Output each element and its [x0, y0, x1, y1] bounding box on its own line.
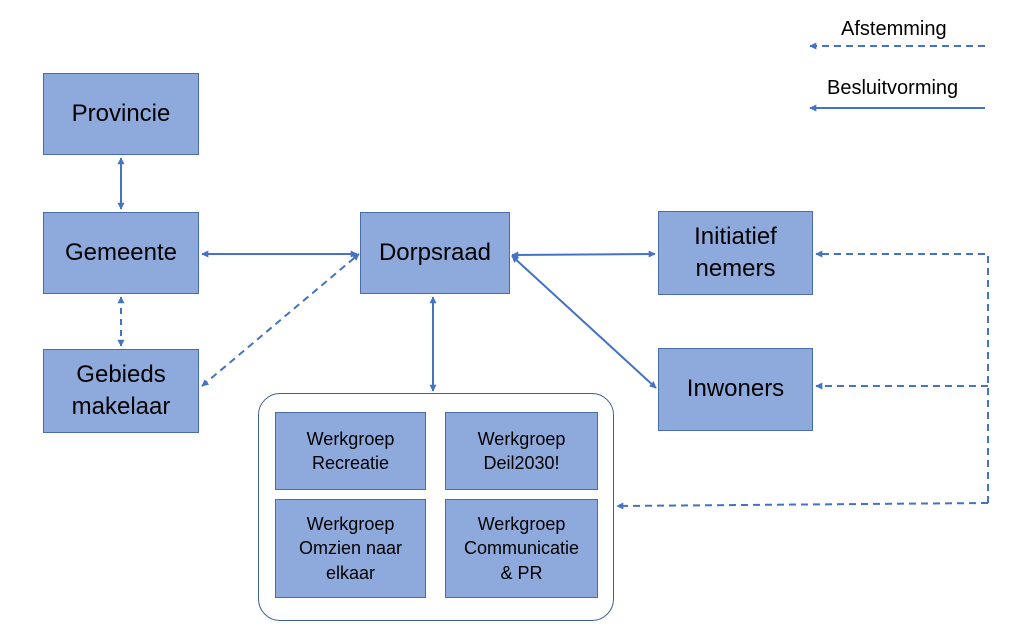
gebiedsmakelaar-label-line1: Gebieds [76, 360, 166, 388]
gebiedsmakelaar-label-line2: makelaar [71, 393, 171, 420]
gebiedsmakelaar-dorpsraad-connector [201, 253, 360, 387]
gemeente-label: Gemeente [64, 238, 178, 266]
dorpsraad-initiatiefnemers-connector [511, 250, 656, 259]
legend-solid-label: Besluitvorming [827, 77, 959, 99]
werkgroep-label-line: Werkgroep [477, 514, 566, 535]
inwoners-node: Inwoners [658, 348, 813, 431]
initiatiefnemers-label-line2: nemers [695, 255, 776, 282]
inwoners-label: Inwoners [686, 375, 785, 403]
loop-initiatiefnemers-segment [815, 250, 989, 503]
werkgroep-recreatie-node: Werkgroep Recreatie [275, 412, 426, 490]
legend-dashed-label: Afstemming [841, 18, 947, 40]
loop-werkgroepen-segment [616, 502, 989, 510]
werkgroep-label-line: Recreatie [311, 453, 390, 473]
werkgroep-label-line: Werkgroep [306, 428, 395, 449]
werkgroep-omzien-node: Werkgroep Omzien naar elkaar [275, 499, 426, 598]
gemeente-node: Gemeente [43, 212, 199, 294]
provincie-label: Provincie [71, 99, 171, 127]
werkgroep-label-line: Werkgroep [477, 428, 566, 449]
werkgroep-label-line: Omzien naar [298, 538, 403, 559]
werkgroep-label-line: Werkgroep [306, 514, 395, 535]
werkgroep-label-line: & PR [500, 562, 543, 583]
werkgroep-label-line: Deil2030! [483, 453, 560, 473]
provincie-node: Provincie [43, 73, 199, 155]
initiatiefnemers-label-line1: Initiatief [694, 222, 777, 250]
dorpsraad-node: Dorpsraad [360, 212, 510, 294]
dorpsraad-inwoners-connector [511, 255, 657, 389]
werkgroep-deil2030-node: Werkgroep Deil2030! [445, 412, 598, 490]
werkgroep-label-line: elkaar [325, 562, 376, 583]
gebiedsmakelaar-node: Gebieds makelaar [43, 349, 199, 433]
werkgroep-communicatie-node: Werkgroep Communicatie & PR [445, 499, 598, 598]
werkgroep-label-line: Communicatie [463, 538, 580, 559]
dorpsraad-label: Dorpsraad [378, 238, 492, 266]
initiatiefnemers-node: Initiatief nemers [658, 211, 813, 295]
